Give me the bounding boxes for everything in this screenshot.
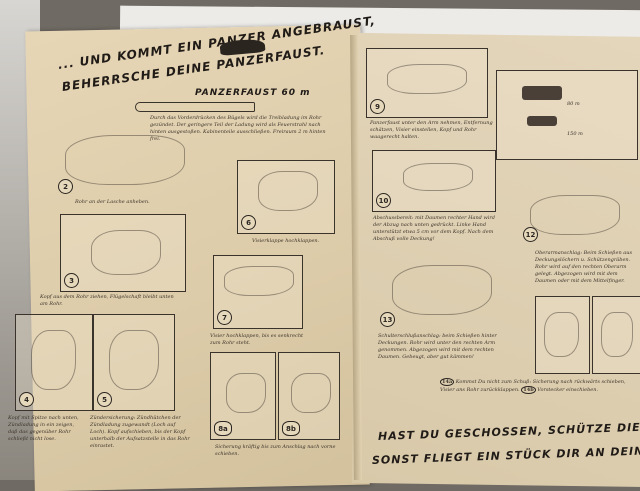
step-8a-panel: 8a (210, 352, 276, 440)
step-number: 13 (380, 312, 395, 327)
step-13-caption: Schulterschlußanschlag: beim Schießen hi… (378, 333, 497, 360)
step-number: 5 (97, 392, 112, 407)
step-9-caption: Panzerfaust unter den Arm nehmen, Entfer… (370, 120, 493, 140)
step-number: 4 (19, 392, 34, 407)
step-number: 8a (214, 421, 232, 436)
step-6-panel: 6 (237, 160, 335, 234)
step-7-panel: 7 (213, 255, 303, 329)
step-5-caption: Zündersicherung: Zündhütchen der Zündlad… (90, 415, 190, 449)
step-14b-text: Vorstecker einschieben. (537, 387, 599, 393)
step-number: 3 (64, 273, 79, 288)
step-10-caption: Abschussbereit: mit Daumen rechter Hand … (373, 215, 495, 242)
step-14b-panel (592, 296, 640, 374)
step-number: 14b (521, 386, 536, 394)
step-5-panel: 5 (93, 314, 175, 411)
panzerfaust-diagram (135, 102, 255, 112)
step-3-caption: Kopf aus dem Rohr ziehen, Flügelschaft b… (40, 294, 174, 307)
step-number: 14a (440, 378, 455, 386)
step-12-illustration: 12 (520, 190, 635, 245)
step-number: 7 (217, 310, 232, 325)
step-14a-text: Kommst Du nicht zum Schuß: Sicherung nac… (440, 379, 626, 393)
step-2-caption: Rohr an der Lasche anheben. (75, 199, 150, 205)
step-4-caption: Kopf mit Spitze nach unten, Zündladung i… (8, 415, 79, 442)
step-number: 10 (376, 193, 391, 208)
step-number: 12 (523, 227, 538, 242)
step-12-caption: Oberarmanschlag: Beim Schießen aus Decku… (535, 250, 633, 284)
step-4-panel: 4 (15, 314, 93, 411)
step-7-caption: Visier hochklappen, bis es senkrecht zum… (210, 333, 304, 346)
step-8b-caption: Sicherung kräftig bis zum Anschlag nach … (215, 444, 336, 457)
step-number: 9 (370, 99, 385, 114)
panzerfaust-title: PANZERFAUST 60 m (195, 88, 311, 98)
step-9-panel: 9 (366, 48, 488, 118)
step-number: 6 (241, 215, 256, 230)
tank-range-label: 80 m (567, 101, 580, 107)
step-14a-panel (535, 296, 590, 374)
tank-range-label: 150 m (567, 131, 583, 137)
step-10-panel: 10 (372, 150, 496, 212)
step-13-illustration: 13 (377, 255, 502, 330)
step-2-illustration: 2 (55, 125, 200, 197)
step-number: 2 (58, 179, 73, 194)
step-6-caption: Visierklappe hochklappen. (252, 238, 320, 244)
step-8b-panel: 8b (278, 352, 340, 440)
step-14a-caption: 14a Kommst Du nicht zum Schuß: Sicherung… (440, 378, 638, 394)
tank-range-panel: 80 m 150 m (496, 70, 638, 160)
step-3-panel: 3 (60, 214, 186, 292)
step-number: 8b (282, 421, 300, 436)
